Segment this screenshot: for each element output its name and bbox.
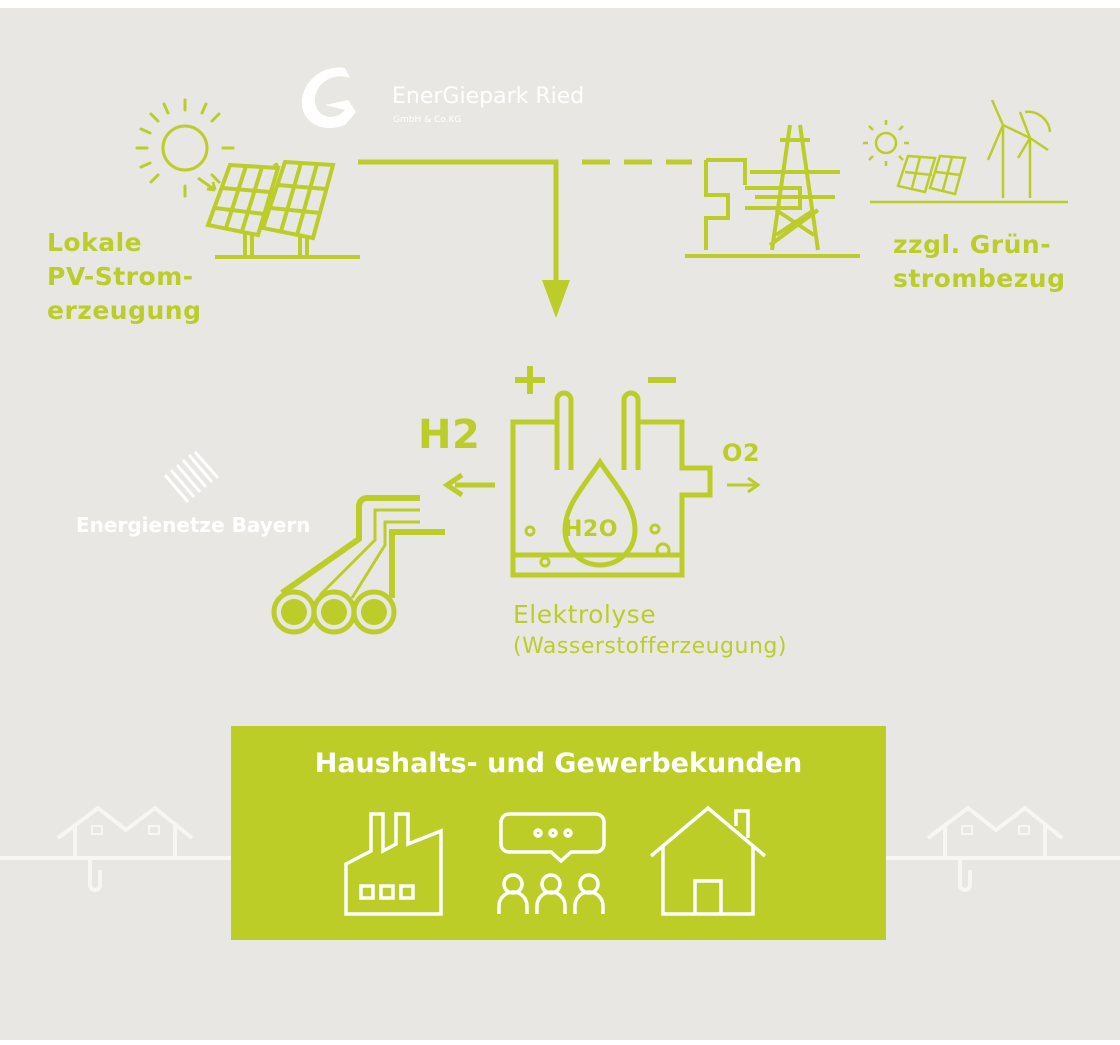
- energienetze-logo-mark: [163, 451, 220, 503]
- green-power-label: zzgl. Grün- strombezug: [893, 230, 1066, 293]
- sun-icon: [135, 98, 235, 198]
- renewable-sources-icon: [863, 99, 1068, 204]
- people-chat-icon: [497, 812, 606, 914]
- electrolysis-label: Elektrolyse: [513, 600, 657, 629]
- power-pylon-icon: [685, 124, 860, 258]
- h2-label: H2: [418, 412, 481, 458]
- energiepark-logo-name: EnerGiepark Ried: [392, 84, 585, 109]
- h2o-label: H2O: [564, 517, 618, 542]
- energienetze-logo-name: Energienetze Bayern: [76, 513, 311, 537]
- electrolysis-cell-icon: [442, 366, 761, 578]
- electrolysis-sublabel: (Wasserstofferzeugung): [513, 634, 787, 659]
- customers-title: Haushalts- und Gewerbekunden: [314, 748, 803, 779]
- energiepark-logo-mark: [301, 67, 356, 129]
- customers-box: Haushalts- und Gewerbekunden: [231, 726, 886, 940]
- background-houses: [0, 805, 1120, 892]
- solar-panels-icon: [205, 159, 360, 259]
- pv-label: Lokale PV-Strom- erzeugung: [47, 228, 202, 325]
- gas-pipeline-icon: [271, 495, 445, 635]
- house-icon: [649, 805, 767, 916]
- energiepark-logo-sub: GmbH & Co.KG: [393, 115, 462, 125]
- power-flow-arrow: [358, 159, 692, 318]
- factory-icon: [344, 812, 443, 916]
- o2-label: O2: [722, 439, 761, 467]
